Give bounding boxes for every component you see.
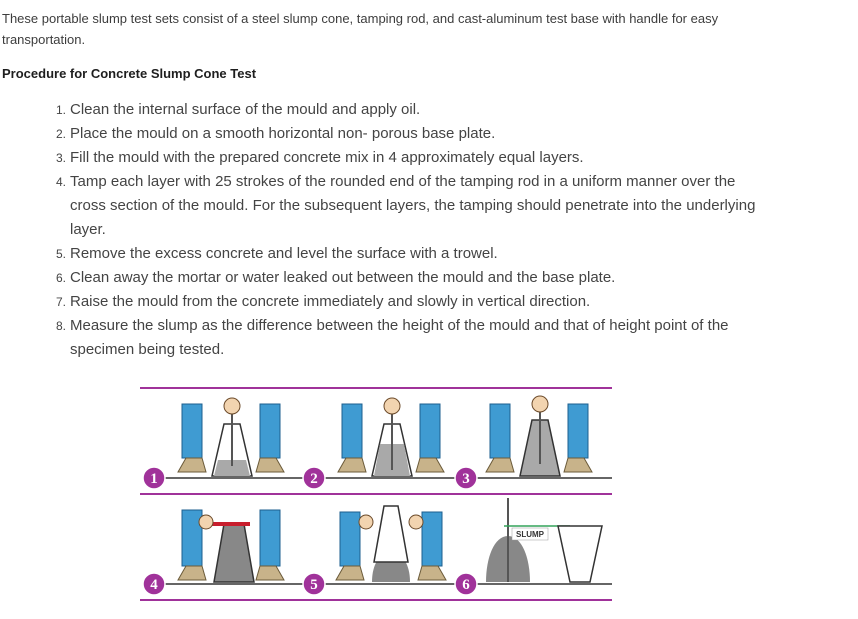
leg-left xyxy=(177,403,207,473)
panel-3 xyxy=(485,395,593,477)
slump-label: SLUMP xyxy=(516,530,545,539)
list-item: 8.Measure the slump as the difference be… xyxy=(56,317,729,358)
leg-left xyxy=(337,403,367,473)
leg-right xyxy=(417,511,447,581)
step-badge: 2 xyxy=(302,466,326,490)
svg-text:2: 2 xyxy=(310,471,318,487)
list-item: 2.Place the mould on a smooth horizontal… xyxy=(56,125,496,142)
leg-left xyxy=(485,403,515,473)
svg-text:3: 3 xyxy=(462,471,470,487)
leg-right xyxy=(255,509,285,581)
step-badge: 4 xyxy=(142,572,166,596)
list-item: 1.Clean the internal surface of the moul… xyxy=(56,101,421,118)
svg-text:1: 1 xyxy=(150,471,158,487)
panel-1 xyxy=(177,397,285,477)
list-item: 5.Remove the excess concrete and level t… xyxy=(56,245,498,262)
list-item: 7.Raise the mould from the concrete imme… xyxy=(56,293,591,310)
separator-rules xyxy=(140,387,612,601)
leg-right xyxy=(255,403,285,473)
step-badge: 6 xyxy=(454,572,478,596)
slump-test-illustration: SLUMP 1 2 3 4 5 6 xyxy=(140,386,612,604)
panel-2 xyxy=(337,397,445,477)
list-item: 3.Fill the mould with the prepared concr… xyxy=(56,149,584,166)
section-heading: Procedure for Concrete Slump Cone Test xyxy=(2,66,257,81)
leg-left xyxy=(335,511,365,581)
panel-6: SLUMP xyxy=(486,498,603,583)
step-badge: 1 xyxy=(142,466,166,490)
list-item: 4.Tamp each layer with 25 strokes of the… xyxy=(56,173,756,238)
svg-text:4: 4 xyxy=(150,577,158,593)
panel-4 xyxy=(177,509,285,583)
procedure-steps: 1.Clean the internal surface of the moul… xyxy=(56,98,770,362)
intro-paragraph: These portable slump test sets consist o… xyxy=(2,11,719,47)
svg-text:6: 6 xyxy=(462,577,470,593)
leg-right xyxy=(415,403,445,473)
leg-left xyxy=(177,509,207,581)
step-badge: 5 xyxy=(302,572,326,596)
leg-right xyxy=(563,403,593,473)
list-item: 6.Clean away the mortar or water leaked … xyxy=(56,269,616,286)
step-badge: 3 xyxy=(454,466,478,490)
svg-text:5: 5 xyxy=(310,577,318,593)
panel-5 xyxy=(335,505,447,582)
